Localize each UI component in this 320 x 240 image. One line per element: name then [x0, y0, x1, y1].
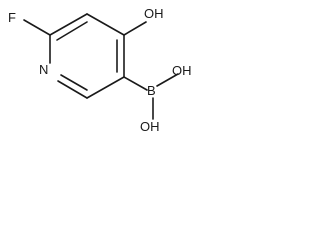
boronic-oh-bottom-label: OH	[140, 119, 160, 134]
fluorine-label: F	[8, 10, 16, 25]
bond-c3-c4	[86, 13, 125, 36]
bond-c5-c6	[86, 76, 125, 99]
bond-c4-oh	[123, 21, 147, 36]
nitrogen-label: N	[39, 62, 48, 77]
structure-diagram: F OH N B OH OH	[0, 0, 198, 138]
bond-c6-n1	[57, 80, 88, 99]
hydroxyl-label-top: OH	[144, 6, 164, 21]
boronic-oh-right-label: OH	[172, 63, 192, 78]
double-bond-c6-n1-inner	[60, 74, 88, 91]
bond-c2-f	[23, 19, 51, 36]
molecule-drawing: F OH N B OH OH	[8, 6, 192, 134]
boron-label: B	[147, 83, 156, 98]
bond-c2-c3	[49, 13, 88, 36]
bond-b-oh-right	[156, 73, 179, 87]
bond-c5-b	[123, 76, 148, 91]
double-bond-c2-c3-inner	[56, 21, 88, 41]
